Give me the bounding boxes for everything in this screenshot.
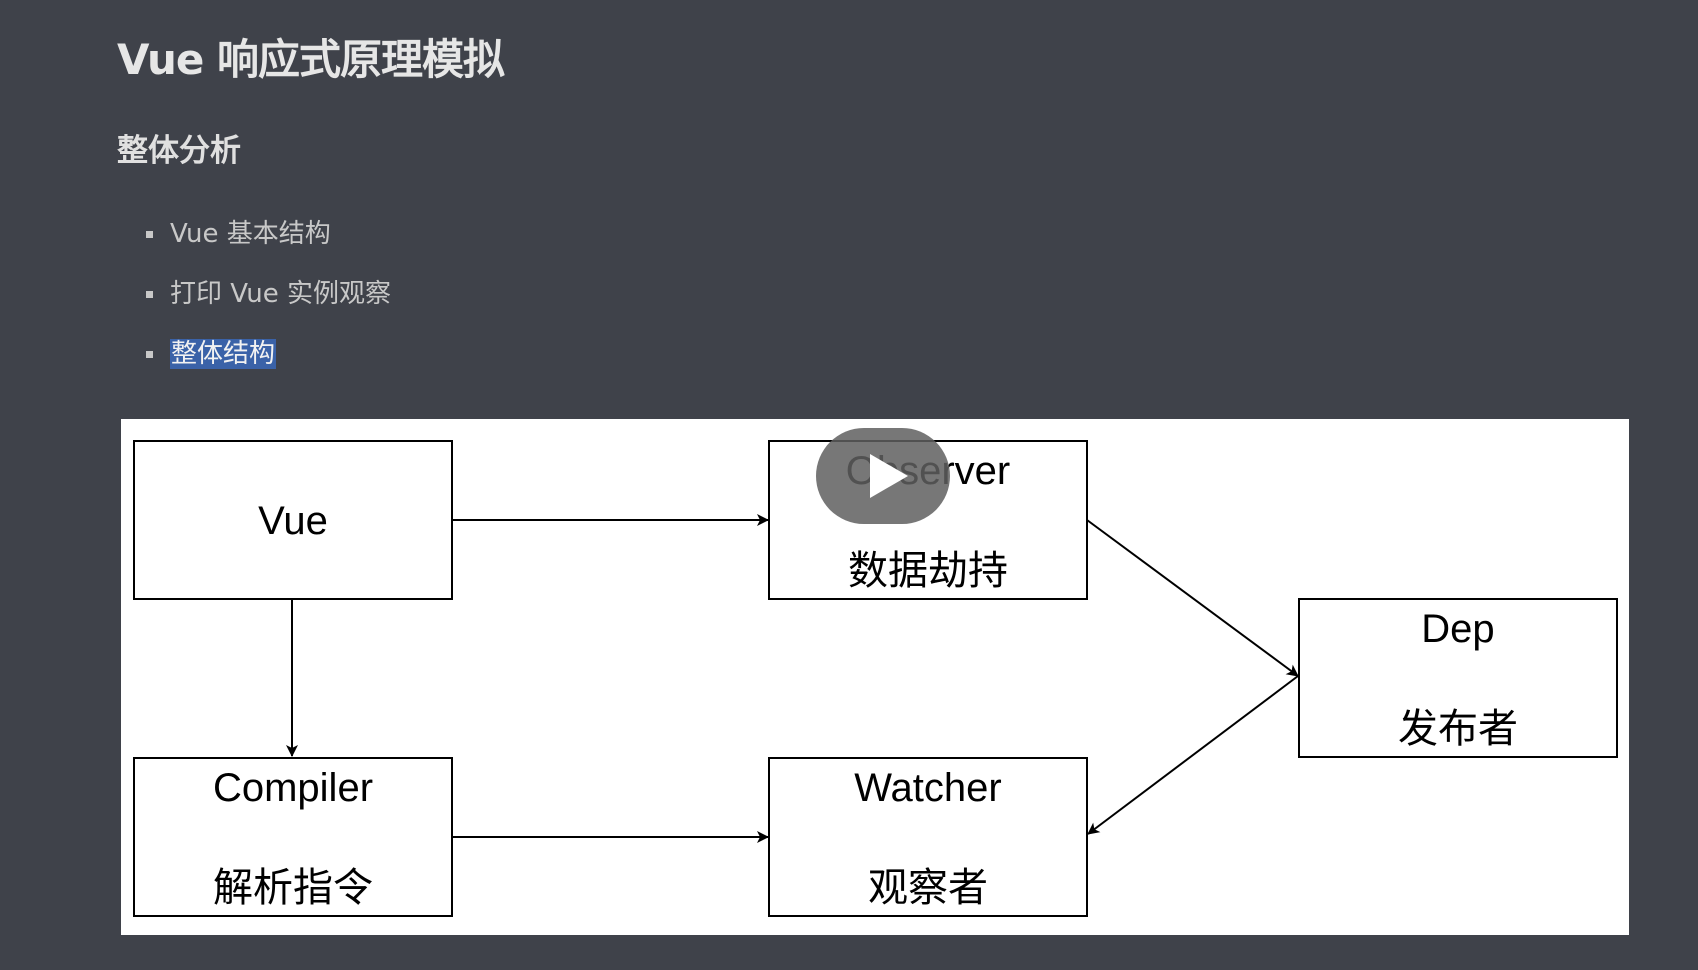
video-play-button[interactable]: [816, 428, 950, 524]
edge-dep-watcher: [1087, 675, 1299, 835]
node-dep: Dep 发布者: [1298, 598, 1618, 758]
node-watcher-sublabel: 观察者: [868, 866, 988, 910]
list-item: 打印 Vue 实例观察: [146, 274, 391, 334]
bullet-icon: [146, 231, 153, 238]
bullet-list: Vue 基本结构 打印 Vue 实例观察 整体结构: [146, 214, 391, 394]
node-vue: Vue: [133, 440, 453, 600]
node-watcher-label: Watcher: [854, 766, 1001, 810]
bullet-icon: [146, 291, 153, 298]
edge-observer-dep: [1086, 519, 1299, 677]
node-dep-sublabel: 发布者: [1398, 707, 1518, 751]
list-item-label: 打印 Vue 实例观察: [170, 279, 392, 309]
list-item: 整体结构: [146, 334, 391, 394]
page-title: Vue 响应式原理模拟: [117, 35, 505, 84]
node-observer-sublabel: 数据劫持: [848, 549, 1008, 593]
list-item: Vue 基本结构: [146, 214, 391, 274]
node-vue-label: Vue: [258, 499, 328, 543]
node-compiler-sublabel: 解析指令: [213, 866, 373, 910]
list-item-label: Vue 基本结构: [170, 219, 331, 249]
node-compiler-label: Compiler: [213, 766, 373, 810]
node-dep-label: Dep: [1421, 607, 1494, 651]
node-watcher: Watcher 观察者: [768, 757, 1088, 917]
play-icon: [870, 454, 908, 498]
section-heading: 整体分析: [117, 133, 241, 169]
bullet-icon: [146, 351, 153, 358]
list-item-label-selected: 整体结构: [170, 339, 277, 369]
node-compiler: Compiler 解析指令: [133, 757, 453, 917]
